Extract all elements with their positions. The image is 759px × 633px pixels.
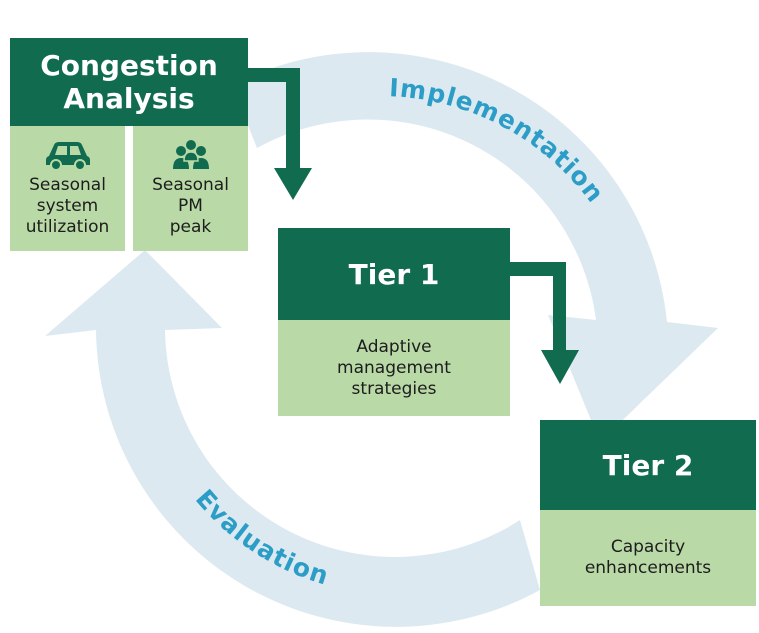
car-icon (45, 142, 90, 171)
tier1-body: Adaptive management strategies (278, 320, 510, 416)
arrow-to-tier1 (248, 68, 312, 200)
sub-left-line1: Seasonal (29, 175, 106, 195)
congestion-analysis-header: Congestion Analysis (10, 38, 248, 126)
tier1-line1: Adaptive (356, 336, 432, 357)
seasonal-system-utilization-card: Seasonal system utilization (10, 126, 125, 251)
sub-left-line3: utilization (25, 217, 110, 237)
tier1-header: Tier 1 (278, 228, 510, 320)
tier1-title: Tier 1 (348, 257, 440, 291)
tier2-title: Tier 2 (602, 448, 694, 482)
tier2-body: Capacity enhancements (540, 510, 756, 606)
tier2-line1: Capacity (610, 537, 686, 557)
sub-right-line3: peak (169, 217, 212, 237)
tier2-line2: enhancements (584, 558, 712, 578)
sub-right-line2: PM (178, 196, 203, 216)
tier1-line2: management (337, 357, 451, 378)
people-group-icon (172, 140, 209, 169)
tier1-line3: strategies (351, 378, 437, 399)
evaluation-arc (45, 250, 540, 627)
congestion-title-line1: Congestion (40, 49, 218, 82)
seasonal-pm-peak-card: Seasonal PM peak (133, 126, 248, 251)
congestion-title-line2: Analysis (63, 82, 195, 115)
sub-right-line1: Seasonal (152, 175, 229, 195)
arrow-to-tier2 (510, 262, 579, 384)
tier2-header: Tier 2 (540, 420, 756, 510)
implementation-arc (232, 52, 718, 443)
sub-left-line2: system (36, 196, 99, 216)
